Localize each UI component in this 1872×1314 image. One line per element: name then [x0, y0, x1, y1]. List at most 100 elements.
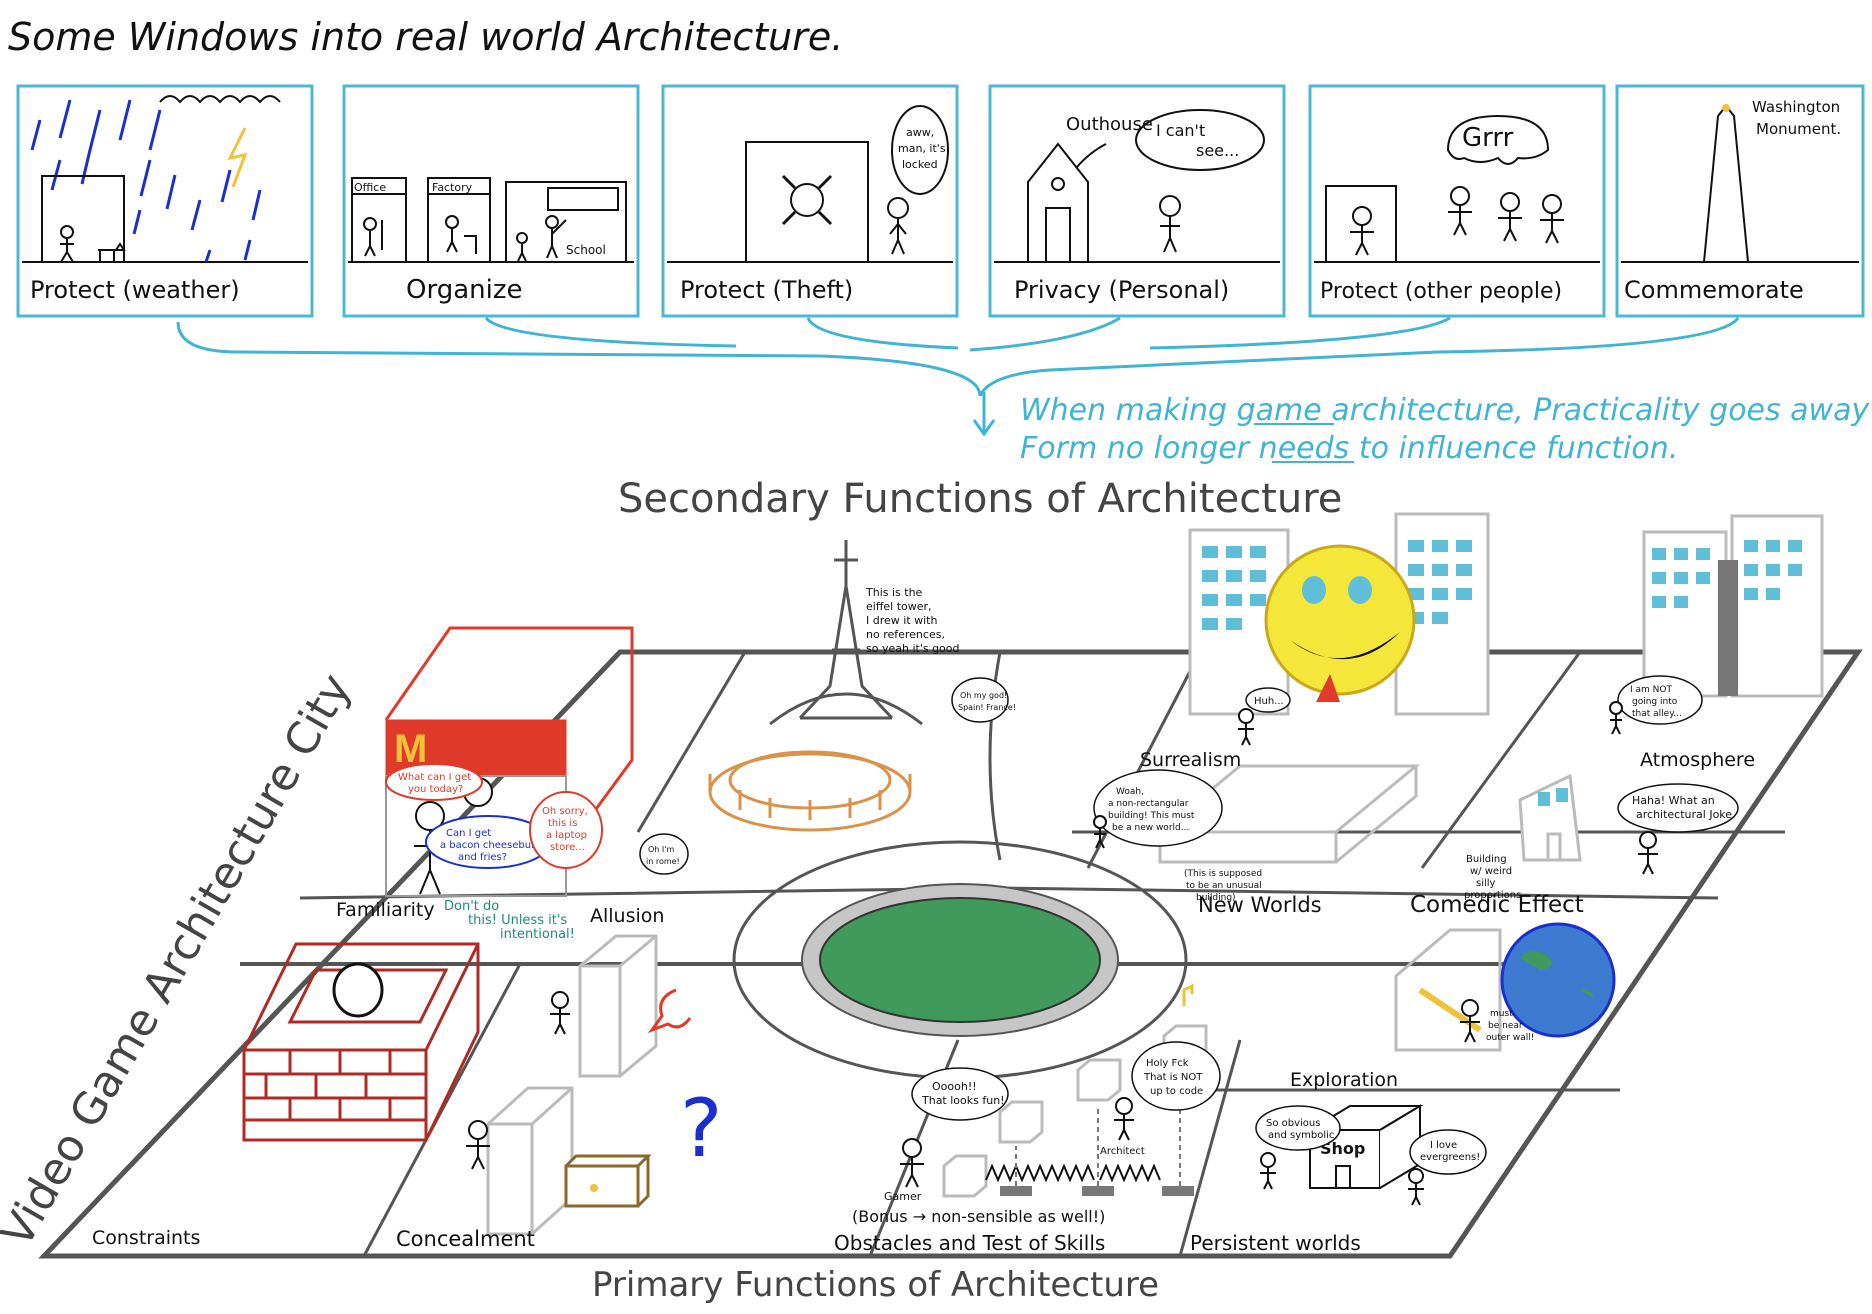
panel-privacy: Outhouse I can't see... Privacy (Persona…: [988, 84, 1286, 318]
outer-wall-3: outer wall!: [1486, 1033, 1534, 1043]
smiley-face: [1264, 544, 1416, 696]
panel-organize: Office Factory School Organize: [342, 84, 640, 318]
atmosphere-buildings: [1642, 514, 1824, 698]
alley-speech-2: going into: [1632, 697, 1678, 707]
city-title: Video Game Architecture City: [0, 665, 361, 1255]
panel-protect-weather: Protect (weather): [16, 84, 314, 318]
alley-speech-3: that alley...: [1632, 709, 1682, 719]
mcd-speech-3c: a laptop: [546, 830, 587, 841]
brick-well: [242, 942, 480, 1142]
silly-building: [1518, 773, 1582, 862]
district-constraints: Constraints: [92, 1227, 200, 1249]
new-worlds-speech-4: be a new world...: [1112, 823, 1189, 833]
panel-label: Organize: [406, 275, 522, 305]
locked-vault-icon: aww, man, it's locked: [745, 105, 949, 263]
globe: [1500, 922, 1616, 1038]
factory-sign: Factory: [432, 181, 473, 194]
rain-lightning-icon: [30, 95, 281, 263]
eiffel-note-1: This is the: [865, 586, 923, 599]
code-speech-2: That is NOT: [1143, 1072, 1203, 1083]
gamer-label: Gamer: [884, 1190, 922, 1203]
district-concealment: Concealment: [396, 1227, 535, 1251]
panel-label: Protect (Theft): [680, 276, 853, 304]
district-persistent: Persistent worlds: [1190, 1231, 1361, 1255]
panel-protect-theft: aww, man, it's locked Protect (Theft): [661, 84, 959, 318]
new-worlds-speech-3: building! This must: [1108, 811, 1195, 821]
rome-speech-2: in rome!: [646, 857, 680, 866]
buildings-icon: Office Factory School: [351, 177, 627, 263]
privacy-speech-2: see...: [1196, 141, 1239, 160]
code-speech-1: Holy Fck: [1146, 1058, 1189, 1069]
eiffel-note-3: I drew it with: [866, 614, 937, 627]
crowd-icon: Grrr: [1325, 114, 1564, 262]
outer-wall-2: be near: [1488, 1021, 1523, 1031]
familiarity-building: M What can I get you today? Can I get a …: [384, 626, 634, 897]
symbolic-speech-2: and symbolic: [1268, 1130, 1334, 1141]
eiffel-tower: [769, 540, 923, 726]
building-props-3: silly: [1476, 878, 1496, 889]
familiarity-note-1: Don't do: [444, 899, 499, 914]
mcd-speech-1b: you today?: [408, 784, 463, 795]
office-sign: Office: [354, 181, 386, 194]
eiffel-note-4: no references,: [866, 628, 945, 641]
school-sign: School: [566, 243, 606, 257]
eiffel-note-5: so yeah it's good: [866, 642, 960, 655]
architect-label: Architect: [1100, 1146, 1145, 1157]
privacy-speech-1: I can't: [1156, 121, 1205, 140]
note-line-1: When making game architecture, Practical…: [1020, 393, 1870, 428]
stick-figures: [466, 701, 1658, 1206]
page-title: Some Windows into real world Architectur…: [8, 15, 843, 59]
outhouse-caption: Outhouse: [1066, 114, 1153, 135]
mcd-speech-2b: a bacon cheeseburger: [440, 840, 553, 851]
district-new-worlds: New Worlds: [1198, 893, 1322, 917]
joke-speech-2: architectural Joke: [1636, 808, 1732, 821]
evergreen-speech-1: I love: [1430, 1140, 1457, 1151]
familiarity-note-2: this! Unless it's: [468, 913, 567, 928]
paris-speech-2: Spain! France!: [958, 703, 1016, 712]
new-worlds-note-2: to be an unusual: [1186, 881, 1262, 891]
building-props-2: w/ weird: [1470, 866, 1512, 877]
fun-speech-1: Ooooh!!: [932, 1080, 977, 1093]
district-obstacles: Obstacles and Test of Skills: [834, 1231, 1105, 1255]
panel-protect-others: Grrr Protect (other people): [1308, 84, 1606, 318]
mcd-speech-2a: Can I get: [446, 828, 491, 839]
shop-label: Shop: [1320, 1139, 1365, 1158]
bonus-note: (Bonus → non-sensible as well!): [852, 1207, 1105, 1226]
mcd-speech-2c: and fries?: [458, 852, 507, 863]
huh-speech: Huh...: [1254, 696, 1284, 707]
mcd-speech-3b: this is: [548, 818, 577, 829]
outhouse-icon: Outhouse I can't see...: [1027, 109, 1265, 263]
panel-label: Protect (other people): [1320, 279, 1562, 304]
brace-connectors: [176, 316, 1740, 437]
joke-speech-1: Haha! What an: [1632, 794, 1715, 807]
shop-building: [1306, 1104, 1424, 1189]
new-worlds-speech-1: Woah,: [1116, 787, 1144, 797]
theft-speech-3: locked: [902, 158, 938, 171]
new-worlds-note-3: building): [1196, 893, 1236, 903]
others-speech: Grrr: [1462, 123, 1514, 153]
fun-speech-2: That looks fun!: [921, 1094, 1005, 1107]
eiffel-note-2: eiffel tower,: [866, 600, 932, 613]
panel-commemorate: Washington Monument. Commemorate: [1615, 84, 1865, 318]
district-exploration: Exploration: [1290, 1069, 1398, 1091]
question-mark: ?: [680, 1082, 722, 1175]
colosseum: [708, 750, 912, 832]
paris-speech-1: Oh my god!: [960, 691, 1007, 700]
new-worlds-speech-2: a non-rectangular: [1108, 799, 1189, 809]
outer-wall-1: must: [1490, 1009, 1513, 1019]
panel-label: Protect (weather): [30, 276, 240, 304]
theft-speech-1: aww,: [906, 126, 934, 139]
familiarity-note-3: intentional!: [500, 927, 575, 942]
mcd-speech-1a: What can I get: [398, 772, 471, 783]
monument-caption-2: Monument.: [1756, 120, 1841, 138]
alley-speech-1: I am NOT: [1630, 685, 1672, 695]
district-surrealism: Surrealism: [1140, 749, 1241, 771]
secondary-title: Secondary Functions of Architecture: [618, 476, 1342, 522]
evergreen-speech-2: evergreens!: [1420, 1152, 1480, 1163]
note-line-2: Form no longer needs to influence functi…: [1020, 431, 1678, 466]
primary-title: Primary Functions of Architecture: [592, 1265, 1159, 1305]
mcd-speech-3d: store...: [550, 842, 585, 853]
district-allusion: Allusion: [590, 905, 664, 927]
concealment-props: ?: [486, 934, 722, 1236]
